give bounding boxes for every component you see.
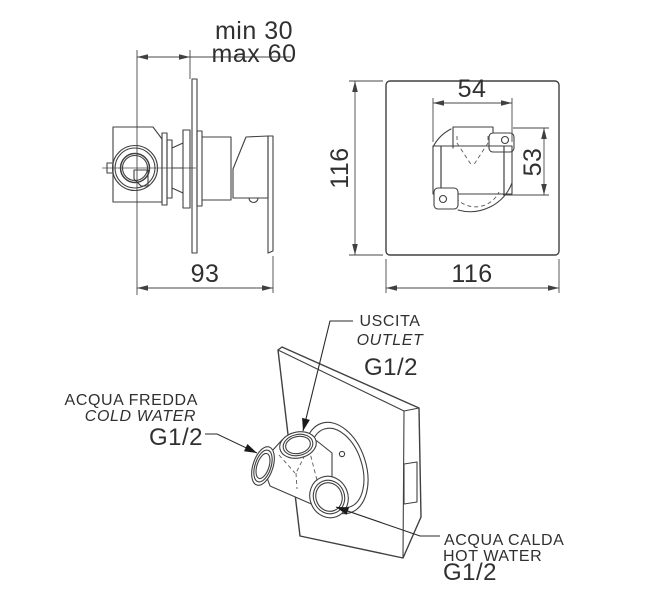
- hot-water-thread-size: G1/2: [443, 559, 497, 586]
- handle-side: [196, 130, 274, 254]
- hot-water-label: ACQUA CALDA HOT WATER G1/2: [443, 532, 564, 586]
- trim-collar: [196, 130, 203, 207]
- screw-tab-top: [488, 132, 515, 153]
- cold-water-label-en: COLD WATER: [85, 408, 196, 425]
- cold-water-leader-arrow: [205, 433, 258, 454]
- wall-plate-edge: [191, 78, 198, 254]
- depth-max-label: max 60: [212, 40, 297, 68]
- depth-min-label: min 30: [215, 17, 293, 45]
- outlet-label-it: USCITA: [359, 313, 420, 330]
- hot-water-leader-arrow: [335, 506, 440, 537]
- perspective-view: USCITA OUTLET G1/2 ACQUA FREDDA COLD WAT…: [65, 313, 564, 586]
- hot-water-label-en: HOT WATER: [443, 548, 542, 565]
- cold-water-thread-size: G1/2: [149, 424, 203, 451]
- dimension-cartridge-width: 54: [432, 75, 513, 142]
- valve-body-side: [102, 126, 196, 203]
- dimension-plate-height: 116: [326, 80, 383, 256]
- handle-set-screw: [248, 197, 259, 204]
- plate-width-label: 116: [451, 260, 492, 288]
- screw-hole-bottom: [438, 194, 448, 204]
- flange-stack-side: [161, 78, 198, 254]
- cartridge-height-label: 53: [519, 148, 547, 177]
- cold-water-label-it: ACQUA FREDDA: [65, 392, 198, 409]
- outlet-leader-arrow: [302, 320, 353, 432]
- mounting-tab: [403, 461, 418, 505]
- dimension-installation-depth: min 30 max 60: [137, 17, 296, 68]
- total-depth-label: 93: [191, 260, 220, 288]
- cartridge-width-label: 54: [458, 75, 487, 103]
- body-square: [440, 145, 505, 195]
- ring-screw-hole: [338, 450, 346, 458]
- plate-height-label: 116: [326, 147, 354, 188]
- dimension-plate-width: 116: [385, 259, 560, 293]
- side-view: min 30 max 60: [102, 17, 296, 295]
- dimension-cartridge-height: 53: [503, 127, 549, 196]
- wall-plate-front: [385, 80, 560, 256]
- cold-water-label: ACQUA FREDDA COLD WATER G1/2: [65, 392, 203, 451]
- outlet-thread-size: G1/2: [364, 354, 418, 381]
- cartridge-detail: [133, 169, 149, 187]
- hot-water-label-it: ACQUA CALDA: [444, 532, 564, 549]
- outlet-label-en: OUTLET: [357, 332, 424, 349]
- outlet-port: [279, 431, 317, 459]
- outlet-label: USCITA OUTLET G1/2: [357, 313, 424, 381]
- handle-head: [232, 135, 269, 199]
- valve-body-front: [432, 126, 515, 213]
- cold-water-port: [251, 446, 275, 486]
- front-view: 116 116: [326, 75, 560, 293]
- dimension-total-depth: 93: [137, 256, 274, 293]
- screw-hole-top: [500, 135, 510, 145]
- handle-lever: [267, 135, 274, 254]
